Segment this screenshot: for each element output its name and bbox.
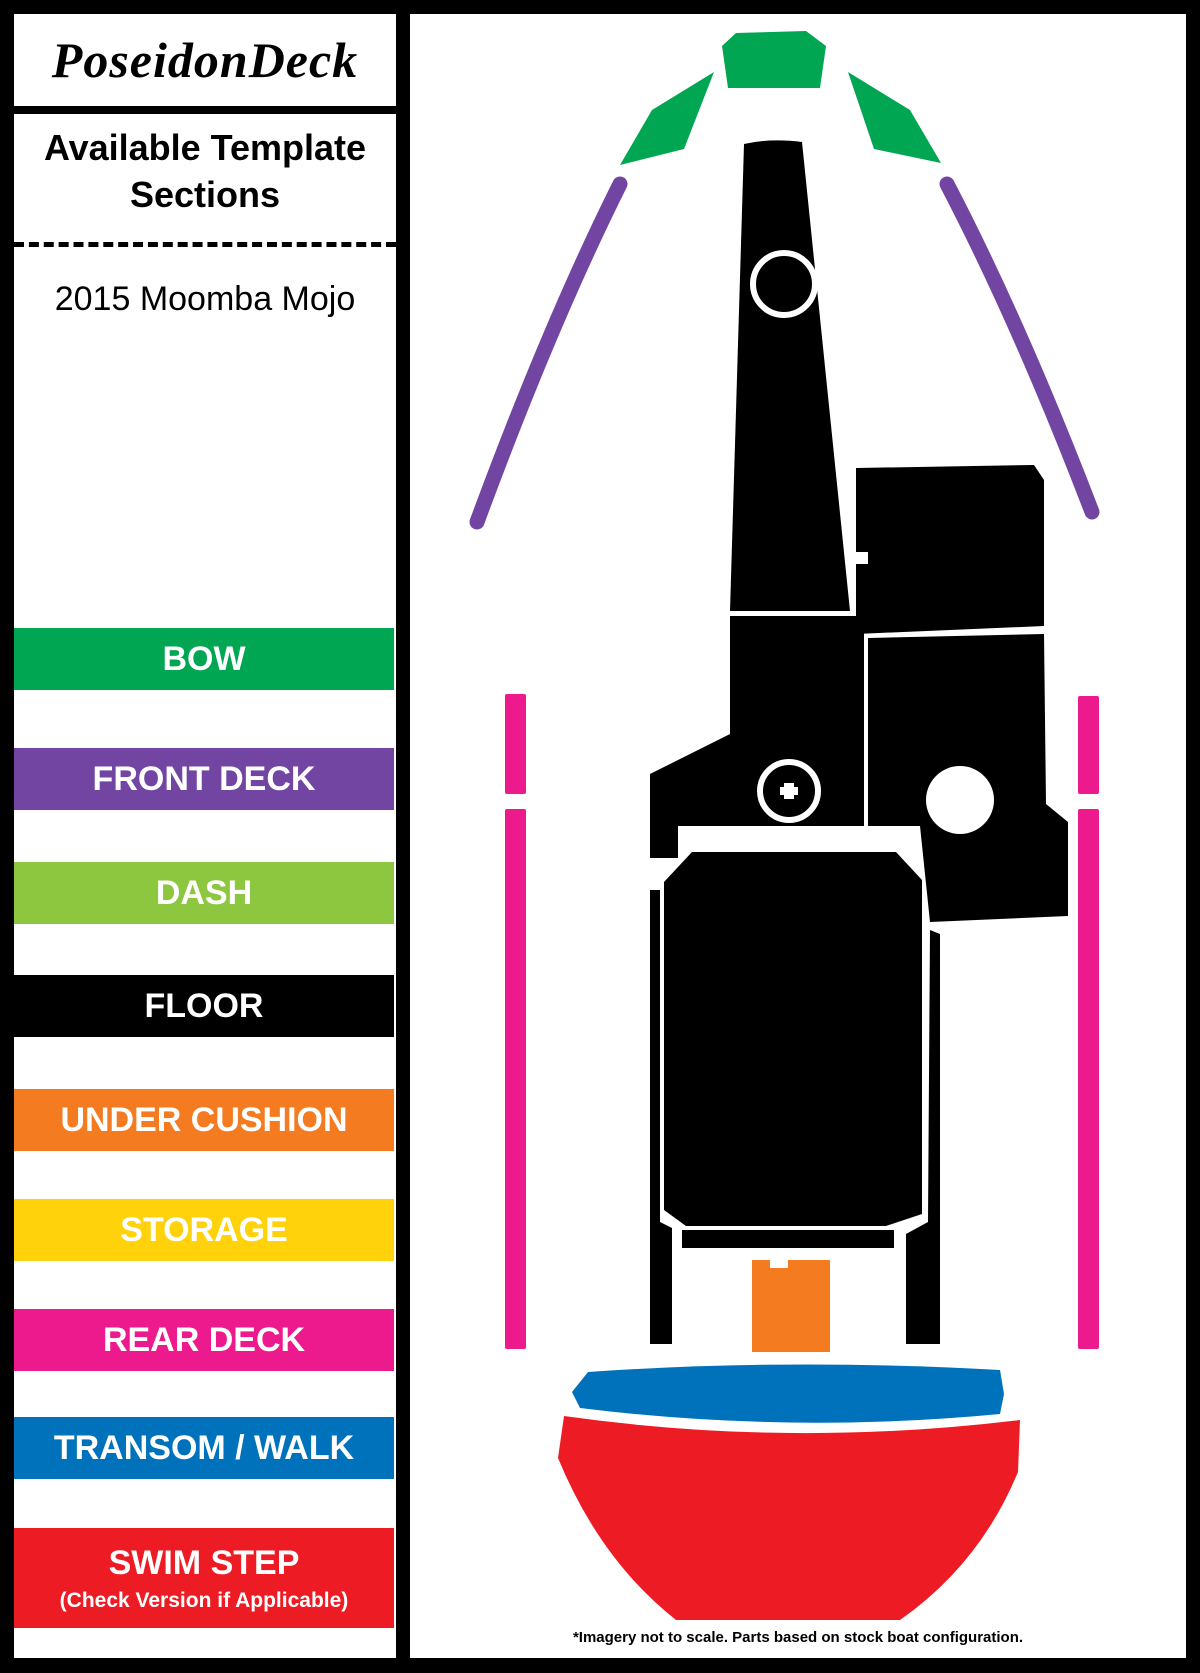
- floor-bottom-strip: [682, 1230, 894, 1248]
- legend-storage: STORAGE: [14, 1199, 394, 1261]
- bow-center-piece: [722, 31, 826, 88]
- legend-label: UNDER CUSHION: [60, 1100, 348, 1139]
- boat-diagram: [469, 31, 1100, 1620]
- heading-line-1: Available Template: [43, 127, 367, 168]
- floor-mid-piece: [650, 616, 864, 858]
- floor-left-lower-strip: [650, 890, 672, 1344]
- legend-rear-deck: REAR DECK: [14, 1309, 394, 1371]
- floor-bow-piece: [730, 140, 850, 611]
- floor-right-lower-strip: [906, 930, 940, 1344]
- boat-model: 2015 Moomba Mojo: [54, 280, 356, 318]
- drain-cross-icon: [780, 783, 798, 799]
- bow-left-piece: [620, 72, 714, 165]
- dashed-divider: [14, 242, 396, 247]
- disclaimer-note: *Imagery not to scale. Parts based on st…: [572, 1629, 1024, 1646]
- brand-name: PoseidonDeck: [51, 32, 359, 88]
- boat-diagram-panel: *Imagery not to scale. Parts based on st…: [410, 14, 1186, 1658]
- legend-label: TRANSOM / WALK: [53, 1428, 355, 1467]
- rear-deck-left-top: [505, 694, 526, 794]
- legend-label: FRONT DECK: [92, 759, 316, 798]
- under-cushion-piece: [752, 1260, 830, 1352]
- drain-ring: [757, 759, 821, 823]
- rear-deck-left-bottom: [505, 809, 526, 1349]
- legend-label: DASH: [155, 873, 253, 912]
- legend-dash: DASH: [14, 862, 394, 924]
- legend-floor: FLOOR: [14, 975, 394, 1037]
- legend-bow: BOW: [14, 628, 394, 690]
- divider: [14, 106, 396, 114]
- legend-label: BOW: [162, 639, 246, 678]
- legend-label: REAR DECK: [102, 1320, 306, 1359]
- floor-upper-right-piece: [856, 465, 1044, 634]
- legend-front-deck: FRONT DECK: [14, 748, 394, 810]
- front-deck-right-strip: [939, 176, 1100, 520]
- brand-logo: PoseidonDeck: [14, 14, 396, 106]
- transom-walk-piece: [572, 1364, 1004, 1423]
- floor-center-panel: [664, 852, 922, 1226]
- legend-transom-walk: TRANSOM / WALK: [14, 1417, 394, 1479]
- legend-swim-step: SWIM STEP (Check Version if Applicable): [14, 1528, 394, 1628]
- legend-label: STORAGE: [120, 1210, 288, 1249]
- bow-hatch-ring: [750, 250, 818, 318]
- front-deck-left-strip: [469, 176, 628, 530]
- bow-right-piece: [848, 72, 941, 163]
- section-heading: Available Template Sections: [14, 124, 396, 218]
- legend-label: SWIM STEP: [108, 1543, 300, 1582]
- swim-step-piece: [558, 1416, 1020, 1620]
- legend-under-cushion: UNDER CUSHION: [14, 1089, 394, 1151]
- legend-sublabel: (Check Version if Applicable): [59, 1588, 349, 1612]
- rear-deck-right-bottom: [1078, 809, 1099, 1349]
- legend-label: FLOOR: [144, 986, 264, 1025]
- heading-line-2: Sections: [129, 174, 281, 215]
- legend-panel: PoseidonDeck Available Template Sections…: [14, 14, 396, 1658]
- rear-deck-right-top: [1078, 696, 1099, 794]
- floor-circle-cutout: [926, 766, 994, 834]
